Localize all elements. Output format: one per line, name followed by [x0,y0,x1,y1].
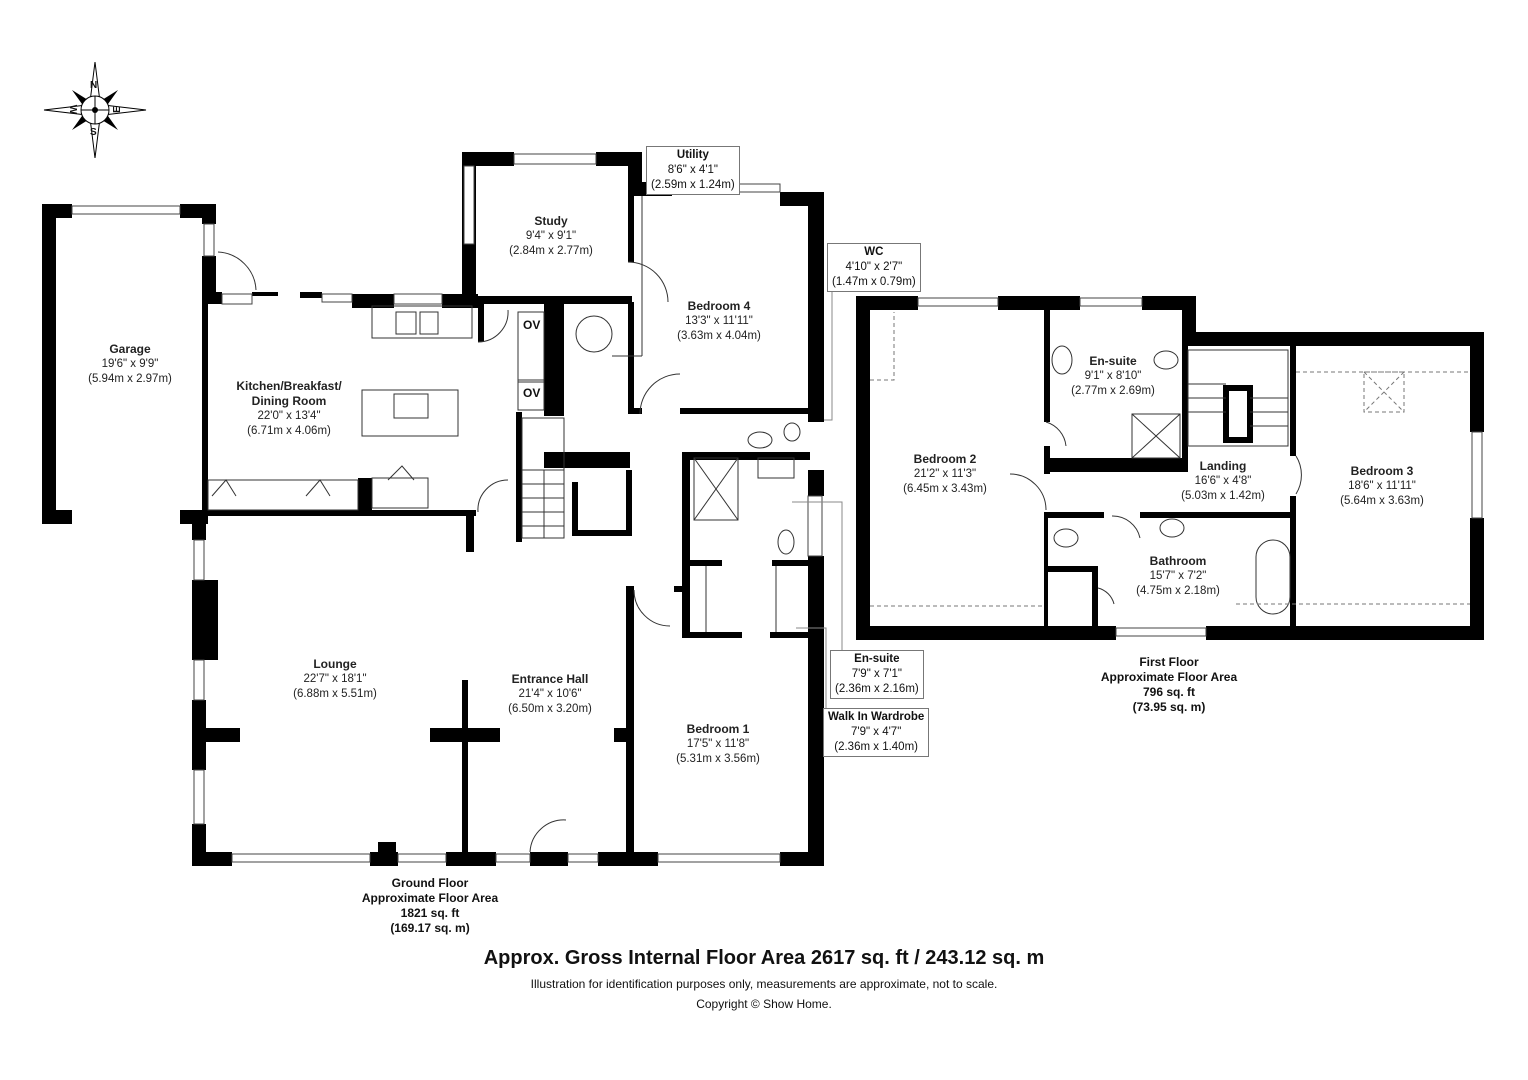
room-size-metric: (4.75m x 2.18m) [1136,585,1220,597]
room-size-metric: (6.50m x 3.20m) [508,703,592,715]
room-name: En-suite [854,653,900,665]
room-size-imperial: 9'1" x 8'10" [1084,370,1142,382]
room-name: Bedroom 1 [686,722,750,736]
floor-title: First Floor [1139,655,1199,669]
ground-floor-area: Ground Floor Approximate Floor Area 1821… [362,876,498,936]
room-size-imperial: 7'9" x 4'7" [851,726,902,738]
oven-label: OV [523,386,541,400]
room-name: Bedroom 2 [913,452,977,466]
room-label-bedroom-2: Bedroom 2 21'2" x 11'3" (6.45m x 3.43m) [903,452,987,497]
room-name: Study [534,214,568,228]
room-size-imperial: 21'2" x 11'3" [913,468,977,480]
room-label-ensuite-ground: En-suite 7'9" x 7'1" (2.36m x 2.16m) [830,650,924,699]
room-name: Dining Room [251,394,327,408]
disclaimer: Illustration for identification purposes… [530,977,998,991]
room-label-bedroom-4: Bedroom 4 13'3" x 11'11" (3.63m x 4.04m) [677,299,761,344]
room-name: En-suite [1089,354,1137,368]
compass-north-label: N [90,80,98,91]
room-label-study: Study 9'4" x 9'1" (2.84m x 2.77m) [509,214,593,259]
room-name: Landing [1199,459,1247,473]
room-label-landing: Landing 16'6" x 4'8" (5.03m x 1.42m) [1181,459,1265,504]
room-size-imperial: 21'4" x 10'6" [518,688,582,700]
room-name: Garage [109,342,151,356]
room-name: Utility [676,149,709,161]
floor-area-sqft: 796 sq. ft [1142,685,1196,699]
gross-floor-area: Approx. Gross Internal Floor Area 2617 s… [483,947,1045,969]
room-name: Bedroom 4 [687,299,751,313]
room-size-imperial: 7'9" x 7'1" [851,668,902,680]
room-size-metric: (6.88m x 5.51m) [293,688,377,700]
floor-title: Ground Floor [391,876,469,890]
room-label-bedroom-1: Bedroom 1 17'5" x 11'8" (5.31m x 3.56m) [676,722,760,767]
room-size-imperial: 19'6" x 9'9" [101,358,159,370]
room-size-imperial: 17'5" x 11'8" [686,738,750,750]
floor-area-sqft: 1821 sq. ft [400,906,460,920]
compass-rose-icon [43,61,147,159]
copyright: Copyright © Show Home. [696,997,832,1011]
oven-label: OV [523,318,541,332]
room-size-metric: (2.59m x 1.24m) [651,179,735,191]
room-name: Bathroom [1149,554,1207,568]
first-floor-area: First Floor Approximate Floor Area 796 s… [1101,655,1237,715]
room-name: Walk In Wardrobe [828,711,925,723]
room-size-metric: (5.64m x 3.63m) [1340,495,1424,507]
room-label-wc: WC 4'10" x 2'7" (1.47m x 0.79m) [827,243,921,292]
room-label-walk-in-wardrobe: Walk In Wardrobe 7'9" x 4'7" (2.36m x 1.… [823,708,930,757]
room-label-entrance-hall: Entrance Hall 21'4" x 10'6" (6.50m x 3.2… [508,672,592,717]
floor-subtitle: Approximate Floor Area [361,891,499,905]
room-size-imperial: 22'0" x 13'4" [257,410,321,422]
room-size-imperial: 13'3" x 11'11" [685,315,753,327]
room-size-imperial: 15'7" x 7'2" [1149,570,1207,582]
compass-south-label: S [90,127,97,138]
room-size-imperial: 16'6" x 4'8" [1194,475,1252,487]
room-size-metric: (6.45m x 3.43m) [903,483,987,495]
room-size-metric: (6.71m x 4.06m) [247,425,331,437]
room-size-metric: (2.36m x 2.16m) [835,683,919,695]
room-name: Bedroom 3 [1350,464,1414,478]
room-label-ensuite-first: En-suite 9'1" x 8'10" (2.77m x 2.69m) [1071,354,1155,399]
room-size-imperial: 22'7" x 18'1" [303,673,367,685]
compass-east-label: E [111,106,123,113]
floor-area-sqm: (169.17 sq. m) [390,921,470,935]
room-label-bathroom: Bathroom 15'7" x 7'2" (4.75m x 2.18m) [1136,554,1220,599]
room-label-bedroom-3: Bedroom 3 18'6" x 11'11" (5.64m x 3.63m) [1340,464,1424,509]
room-size-imperial: 18'6" x 11'11" [1348,480,1416,492]
room-size-metric: (5.03m x 1.42m) [1181,490,1265,502]
room-size-metric: (2.77m x 2.69m) [1071,385,1155,397]
room-size-imperial: 9'4" x 9'1" [525,230,577,242]
room-size-metric: (2.36m x 1.40m) [834,741,918,753]
floor-area-sqm: (73.95 sq. m) [1132,700,1206,714]
room-size-metric: (1.47m x 0.79m) [832,276,916,288]
room-size-metric: (3.63m x 4.04m) [677,330,761,342]
room-label-lounge: Lounge 22'7" x 18'1" (6.88m x 5.51m) [293,657,377,702]
room-name: WC [864,246,884,258]
room-size-imperial: 4'10" x 2'7" [845,261,903,273]
room-name: Kitchen/Breakfast/ [236,379,342,393]
floor-subtitle: Approximate Floor Area [1100,670,1238,684]
room-label-utility: Utility 8'6" x 4'1" (2.59m x 1.24m) [646,146,740,195]
compass-west-label: W [67,104,79,115]
room-name: Lounge [313,657,357,671]
room-size-metric: (5.94m x 2.97m) [88,373,172,385]
room-size-imperial: 8'6" x 4'1" [667,164,718,176]
room-name: Entrance Hall [511,672,589,686]
room-size-metric: (2.84m x 2.77m) [509,245,593,257]
room-size-metric: (5.31m x 3.56m) [676,753,760,765]
room-label-garage: Garage 19'6" x 9'9" (5.94m x 2.97m) [88,342,172,387]
room-label-kitchen: Kitchen/Breakfast/ Dining Room 22'0" x 1… [236,379,341,439]
